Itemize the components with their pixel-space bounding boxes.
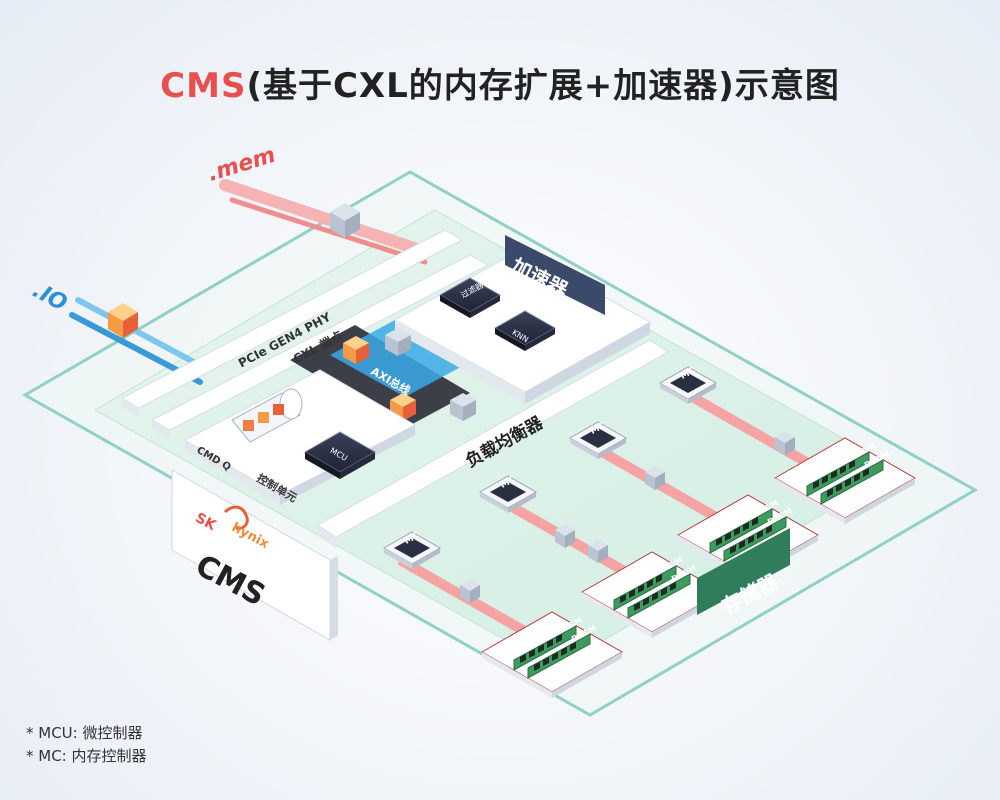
brand-sign [171,469,338,641]
dram-card [480,611,624,698]
sk-logo-icon [223,505,249,530]
mc-chips [382,366,718,569]
footnotes: * MCU: 微控制器 * MC: 内存控制器 [26,722,147,768]
mem-cube [330,203,360,238]
channel-connectors [460,431,795,603]
io-cube [108,303,138,338]
mc-chip [478,475,538,513]
mem-lines [219,179,428,265]
mcu-chip [303,431,377,479]
connector-cube [775,431,795,455]
footnote-mc: * MC: 内存控制器 [26,747,147,765]
mc-chip [658,366,718,404]
filter-chip [438,277,502,318]
cxl-bar [150,254,490,431]
title-rest: (基于CXL的内存扩展+加速器)示意图 [246,66,840,106]
dram-card [773,437,917,524]
dram-modules [480,437,917,698]
title-accent: CMS [160,66,247,106]
connector-cube [588,539,608,563]
axi-cube-4 [385,328,411,356]
connector-cube [460,579,480,603]
pcie-bar [120,229,464,409]
axi-cube-3 [450,393,476,421]
knn-chip [493,310,557,351]
storage-label-block [697,528,790,615]
footnote-mcu: * MCU: 微控制器 [26,724,143,742]
connector-cube [555,524,575,548]
cmdq-queue [231,388,303,443]
axi-cube-1 [343,336,369,364]
mc-chip [568,421,628,459]
connector-cube [645,466,665,490]
mc-chip [382,531,442,569]
accelerator-label-block [505,235,605,315]
page-title: CMS(基于CXL的内存扩展+加速器)示意图 [0,58,1000,107]
